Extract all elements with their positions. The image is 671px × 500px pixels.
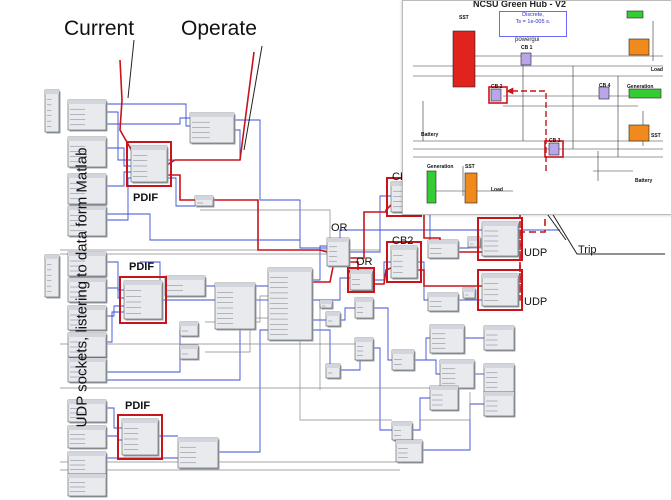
udp-input-block-1[interactable] — [68, 100, 108, 132]
small-const-2[interactable] — [463, 288, 477, 300]
mon-block-3[interactable] — [430, 386, 460, 412]
pdif-block-2[interactable] — [124, 281, 164, 321]
cb1-inset-label: CB 1 — [521, 45, 532, 51]
or-label-2: OR — [356, 256, 373, 268]
or-block-2[interactable] — [350, 270, 374, 292]
generation-block-right — [629, 89, 661, 98]
cb2-inset-label: CB 2 — [491, 84, 502, 90]
relay-block-c[interactable] — [178, 438, 220, 470]
or-block-1[interactable] — [327, 238, 351, 268]
load-label-bottom: Load — [491, 187, 503, 193]
udp-input-block-low-3[interactable] — [68, 452, 108, 476]
pdif-label-2: PDIF — [129, 261, 154, 273]
sst-label-left: SST — [465, 164, 475, 170]
cb2-label: CB2 — [392, 235, 413, 247]
udp-label-1: UDP — [524, 247, 547, 259]
battery-label-right: Battery — [635, 178, 652, 184]
pdif-block-1[interactable] — [131, 146, 169, 184]
powergui-label: powergui — [515, 37, 539, 43]
mon-block-6[interactable] — [484, 392, 516, 418]
udp-send-block-2[interactable] — [482, 274, 520, 308]
mon-block-5[interactable] — [484, 364, 516, 394]
small-display-2[interactable] — [180, 345, 200, 361]
udp-label-2: UDP — [524, 296, 547, 308]
sst-label-main: SST — [459, 15, 469, 21]
pdif-block-3[interactable] — [122, 419, 160, 457]
cb-output-2[interactable] — [428, 293, 460, 313]
cb2-symbol — [491, 89, 501, 101]
small-block-x1[interactable] — [326, 312, 342, 328]
sst-orange-top — [629, 39, 649, 55]
logic-block-d[interactable] — [392, 422, 414, 442]
solver-line-2: Ts = 1e-005 s. — [500, 19, 566, 26]
sst-orange-left — [465, 173, 477, 203]
solver-box: Discrete, Ts = 1e-005 s. — [499, 11, 567, 37]
cb4-inset-label: CB 4 — [599, 83, 610, 89]
generation-block-top — [627, 11, 643, 18]
generation-label-right: Generation — [627, 84, 653, 90]
generation-block-left — [427, 171, 436, 203]
logic-block-c[interactable] — [392, 350, 416, 372]
udp-sockets-caption: UDP sockets, listering to data form Matl… — [74, 138, 91, 438]
cb3-inset-label: CB 3 — [549, 138, 560, 144]
logic-collector-block[interactable] — [268, 268, 314, 342]
or-label-1: OR — [331, 222, 348, 234]
small-block-x2[interactable] — [326, 364, 342, 380]
relay-block-a[interactable] — [165, 276, 207, 298]
trip-label: Trip — [578, 244, 597, 256]
mon-block-1[interactable] — [430, 325, 466, 355]
operate-label: Operate — [181, 17, 257, 41]
sst-orange-right — [629, 125, 649, 141]
mon-block-2[interactable] — [440, 360, 476, 390]
side-mux-2[interactable] — [45, 255, 61, 299]
load-label-top: Load — [651, 67, 663, 73]
mon-block-4[interactable] — [484, 326, 516, 352]
logic-block-a[interactable] — [355, 298, 375, 320]
cb1-symbol — [521, 53, 531, 65]
inset-title: NCSU Green Hub - V2 — [473, 0, 566, 9]
generation-label-left: Generation — [427, 164, 453, 170]
relay-block-b[interactable] — [215, 283, 257, 331]
small-gain-1[interactable] — [195, 196, 215, 208]
side-mux-1[interactable] — [45, 90, 61, 134]
sst-label-right: SST — [651, 133, 661, 139]
sst-block-main — [453, 31, 475, 87]
cb-output-1[interactable] — [428, 240, 460, 260]
cb2-block[interactable] — [391, 246, 419, 280]
udp-send-block-1[interactable] — [482, 222, 520, 258]
logic-block-b[interactable] — [355, 338, 375, 362]
pdif-label-3: PDIF — [125, 400, 150, 412]
solver-line-1: Discrete, — [500, 12, 566, 19]
current-label: Current — [64, 17, 134, 41]
battery-label-left: Battery — [421, 132, 438, 138]
cb3-symbol — [549, 143, 559, 155]
udp-input-block-low-4[interactable] — [68, 474, 108, 498]
pdif-label-1: PDIF — [133, 192, 158, 204]
small-display-1[interactable] — [180, 322, 200, 338]
logic-block-e[interactable] — [396, 440, 424, 464]
matlab-model-inset: NCSU Green Hub - V2 Discrete, Ts = 1e-00… — [402, 0, 671, 215]
small-const-1[interactable] — [468, 237, 482, 249]
small-block-x3[interactable] — [320, 300, 334, 310]
operate-block[interactable] — [190, 113, 236, 145]
